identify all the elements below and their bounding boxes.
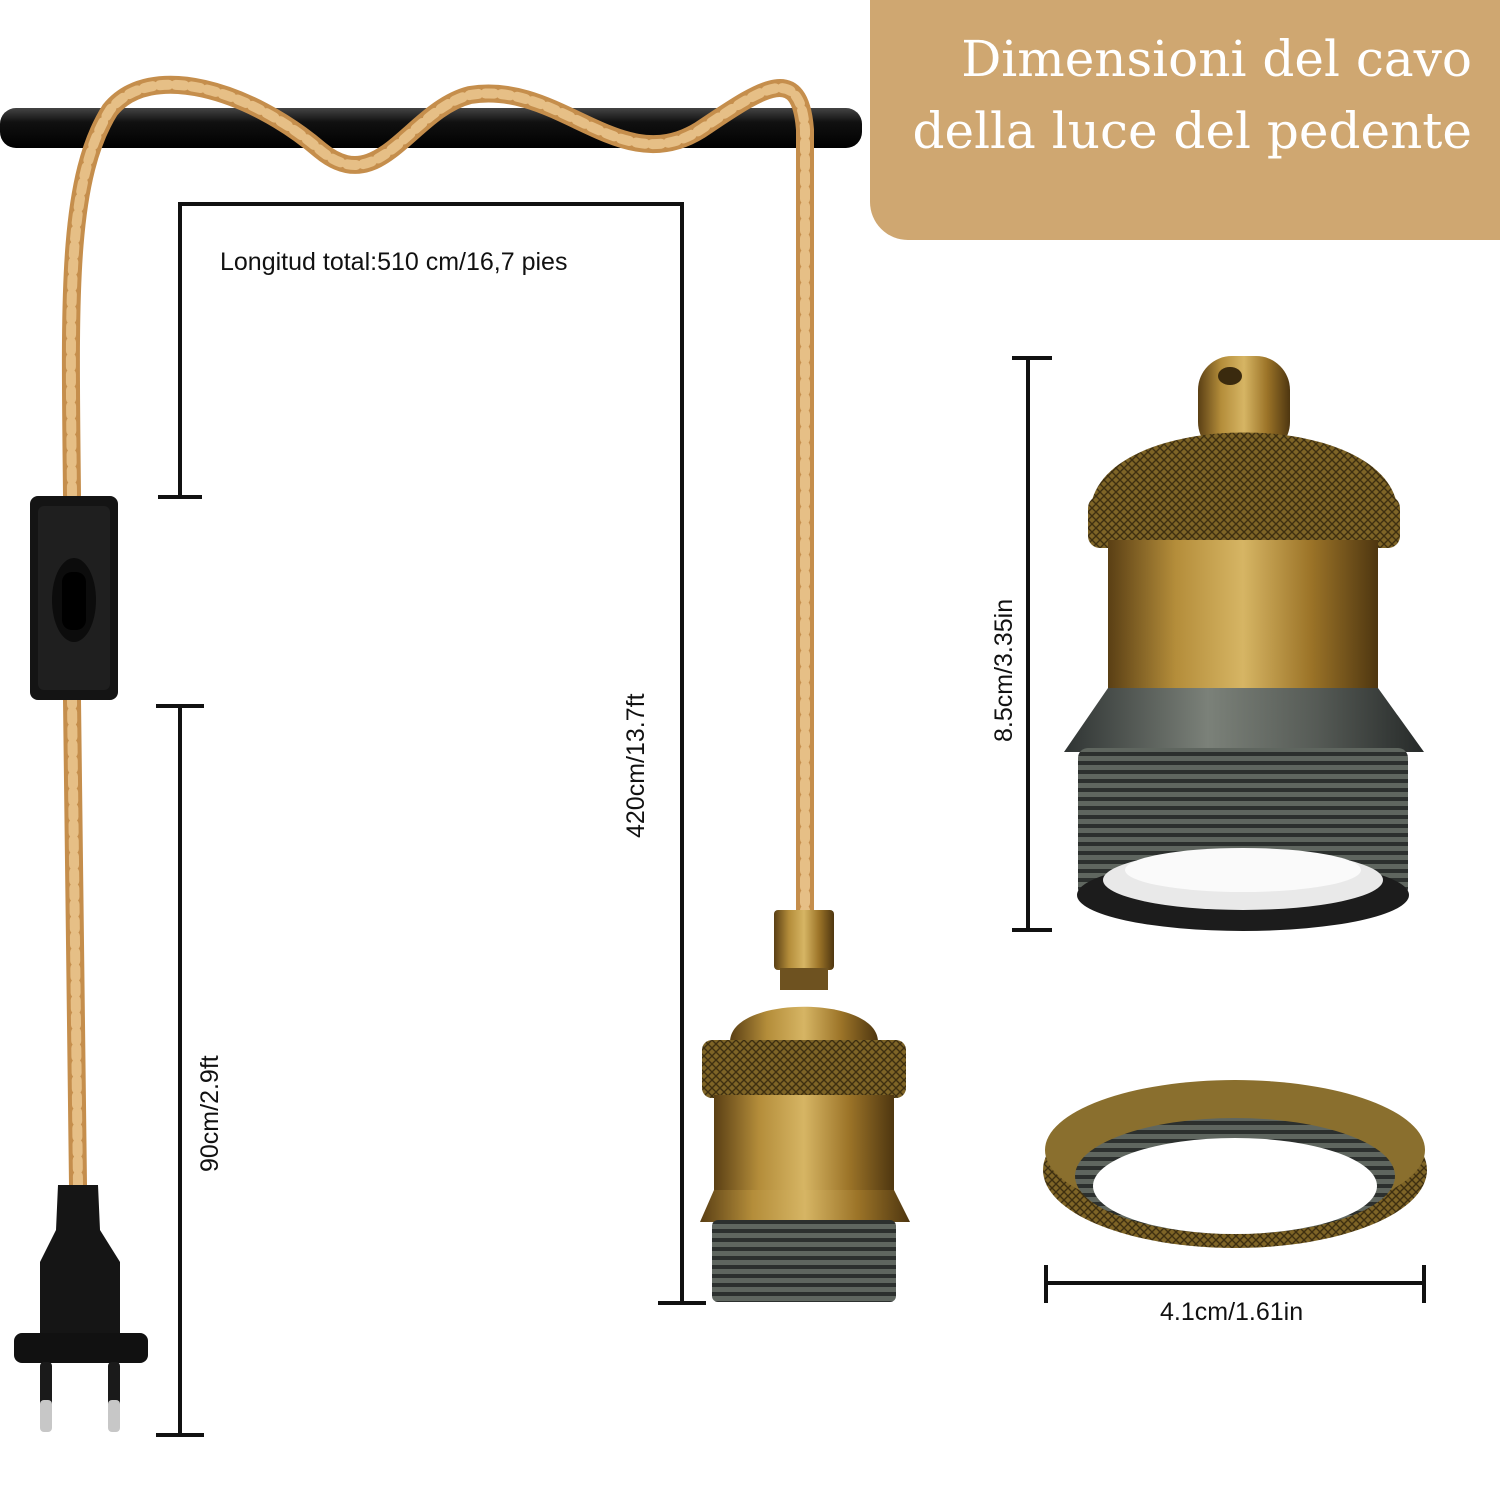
inline-switch [30,496,118,700]
lamp-holder-detail [1064,356,1424,931]
dimension-lines [156,202,1426,1437]
title-banner: Dimensioni del cavo della luce del peden… [870,0,1500,240]
plug-to-switch-label: 90cm/2.9ft [196,1055,224,1172]
switch-to-holder-label: 420cm/13.7ft [622,693,650,838]
braided-cable [61,75,814,1194]
eu-plug [14,1185,148,1432]
total-length-bracket [158,202,706,1305]
ring-diameter-label: 4.1cm/1.61in [1160,1298,1304,1326]
title-line-2: della luce del pedente [912,102,1472,160]
plug-switch-dimension [156,704,204,1437]
total-length-label: Longitud total:510 cm/16,7 pies [220,248,568,276]
ring-width-dimension [1044,1265,1426,1303]
holder-height-label: 8.5cm/3.35in [990,598,1018,742]
title-line-1: Dimensioni del cavo [961,30,1472,88]
pendant-lamp-holder [700,910,910,1302]
holder-height-dimension [1012,356,1052,932]
locking-ring [1043,1080,1427,1248]
